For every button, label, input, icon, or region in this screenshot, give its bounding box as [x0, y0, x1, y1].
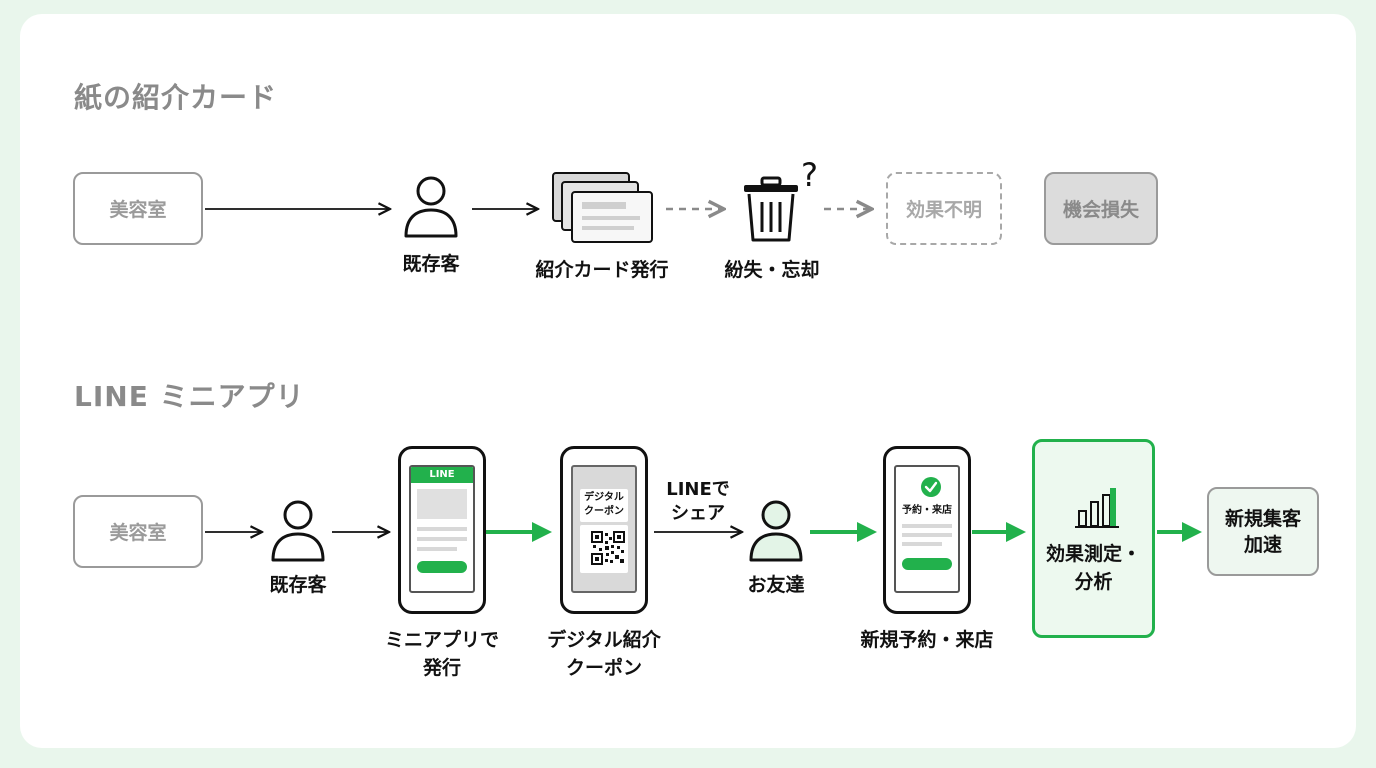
bar-chart-icon [1075, 488, 1119, 528]
reserve-button[interactable] [902, 558, 952, 570]
coupon-screen: デジタル クーポン [571, 465, 637, 593]
reserve-label: 新規予約・来店 [860, 629, 994, 651]
coupon-ticket-top: デジタル クーポン [580, 489, 628, 522]
friend-label: お友達 [747, 574, 805, 596]
person-icon-paper [404, 176, 458, 238]
salon-box-paper: 美容室 [73, 172, 203, 245]
mini-app-screen: LINE [409, 465, 475, 593]
check-circle-icon [921, 477, 941, 497]
app-issue-button[interactable] [417, 561, 467, 573]
measure-label-line1: 効果測定・ [1045, 543, 1141, 565]
coupon-label: デジタル紹介 クーポン [547, 629, 661, 679]
new-acquisition-box: 新規集客 加速 [1207, 487, 1319, 576]
section-title-line: LINE ミニアプリ [74, 380, 305, 413]
share-label: LINEで シェア [666, 479, 730, 524]
qr-code-icon [591, 531, 625, 565]
card-issue-label: 紹介カード発行 [535, 259, 669, 281]
reserve-screen-text: 予約・来店 [902, 505, 952, 516]
mini-app-phone: LINE [398, 446, 486, 614]
coupon-phone: デジタル クーポン [560, 446, 648, 614]
section-title-paper: 紙の紹介カード [74, 81, 278, 114]
trash-icon [744, 176, 798, 242]
reserve-screen: 予約・来店 [894, 465, 960, 593]
line-header-bar: LINE [411, 467, 473, 483]
paper-cards-icon [552, 172, 653, 243]
customer-label-paper: 既存客 [402, 253, 460, 275]
customer-label-line: 既存客 [269, 574, 327, 596]
app-issue-label: ミニアプリで 発行 [384, 629, 499, 679]
friend-icon [749, 500, 803, 562]
image-placeholder [417, 489, 467, 519]
salon-box-line: 美容室 [73, 495, 203, 568]
lost-opportunity-box: 機会損失 [1044, 172, 1158, 245]
person-icon-line [271, 500, 325, 562]
lost-label: 紛失・忘却 [724, 259, 820, 281]
reserve-phone: 予約・来店 [883, 446, 971, 614]
question-mark: ? [801, 156, 818, 194]
measure-analysis-box: 効果測定・ 分析 [1032, 439, 1155, 638]
measure-label-line2: 分析 [1074, 571, 1113, 593]
unknown-effect-box: 効果不明 [886, 172, 1002, 245]
coupon-ticket-bottom [580, 525, 628, 573]
